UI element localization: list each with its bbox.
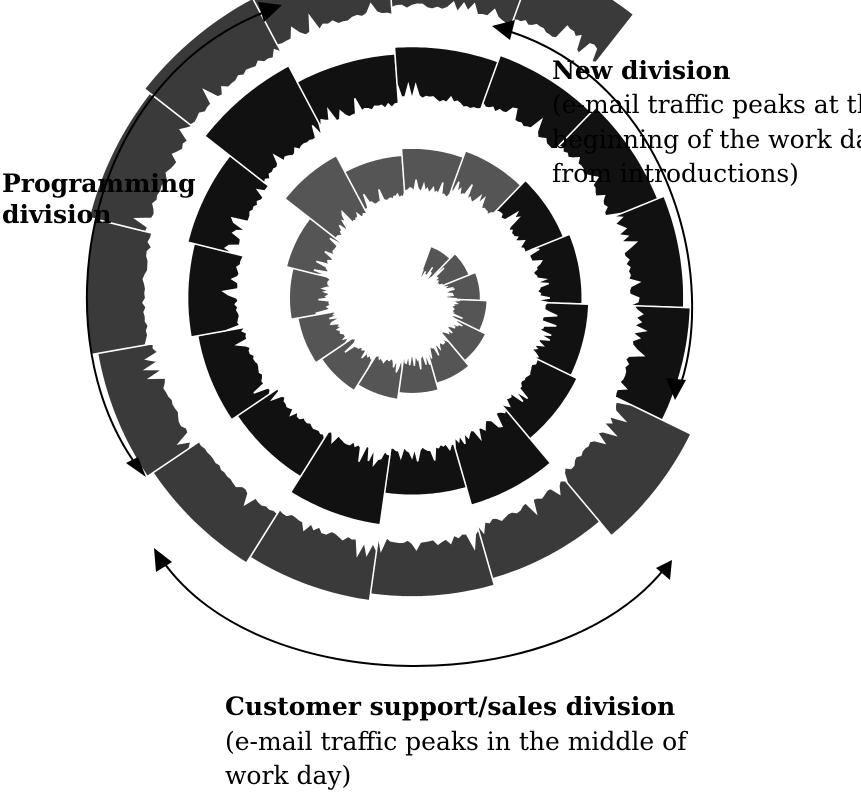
spiral-segment (400, 147, 465, 199)
support-division-desc-line1: (e-mail traffic peaks in the middle of (225, 727, 688, 756)
arrow-programming (85, 9, 271, 471)
spiral-segment (343, 154, 406, 212)
spiral-segment (296, 53, 400, 128)
spiral-segment (476, 479, 601, 580)
support-division-desc-line2: work day) (225, 761, 351, 790)
spiral-segment (196, 326, 272, 421)
spiral-segment (424, 337, 471, 385)
spiral-segment (383, 442, 468, 497)
programming-title-line2: division (2, 200, 111, 229)
spiral-segment (614, 304, 692, 422)
spiral-segment (248, 508, 378, 602)
division-arrows (85, 2, 694, 667)
spiral-segment (499, 357, 579, 440)
spiral-segment (419, 245, 452, 284)
arrowhead-support-left (154, 548, 172, 572)
spiral-segment (96, 342, 192, 478)
spiral-segment (431, 252, 471, 289)
spiral-segment (369, 527, 496, 598)
spiral-segment (393, 45, 499, 110)
new-division-desc-line2: beginning of the work day (552, 125, 861, 154)
spiral-segment (186, 154, 270, 255)
arrowhead-programming-top (258, 2, 282, 22)
spiral-segment (612, 195, 685, 309)
spiral-segment (390, 0, 522, 26)
spiral-segment (143, 0, 283, 126)
email-traffic-spiral (85, 0, 693, 602)
support-division-title: Customer support/sales division (225, 692, 675, 721)
new-division-desc-line3: from introductions) (552, 159, 799, 188)
spiral-segment (88, 92, 194, 233)
support-division-label: Customer support/sales division (e-mail … (225, 692, 688, 790)
spiral-segment (320, 334, 375, 392)
spiral-segment (438, 317, 487, 362)
spiral-segment (512, 0, 635, 64)
spiral-segment (288, 267, 334, 321)
spiral-segment (85, 218, 153, 356)
arrowhead-new-top (492, 20, 515, 40)
spiral-segment (482, 54, 593, 150)
new-division-label: New division (e-mail traffic peaks at th… (552, 56, 861, 188)
arrowhead-support-right (656, 560, 672, 580)
spiral-segment (151, 440, 279, 565)
arrow-new-division (504, 29, 694, 393)
spiral-segment (356, 353, 403, 401)
spiral-segment (397, 351, 440, 395)
spiral-segment (491, 179, 565, 255)
spiral-segment (530, 301, 590, 377)
spiral-segment (283, 154, 369, 242)
programming-division-label: Programming division (2, 169, 196, 229)
arrowhead-new-bottom (666, 378, 686, 400)
spiral-segment (252, 0, 394, 46)
spiral-segment (441, 271, 482, 302)
spiral-segment (236, 387, 326, 478)
new-division-desc-line1: (e-mail traffic peaks at the (552, 90, 861, 119)
spiral-segment (296, 310, 350, 364)
spiral-segment (186, 242, 245, 338)
programming-title-line1: Programming (2, 169, 196, 198)
new-division-title: New division (552, 56, 730, 85)
arrow-support-division (161, 559, 666, 667)
arrowhead-programming-bottom (126, 457, 146, 477)
spiral-segment (289, 430, 391, 526)
